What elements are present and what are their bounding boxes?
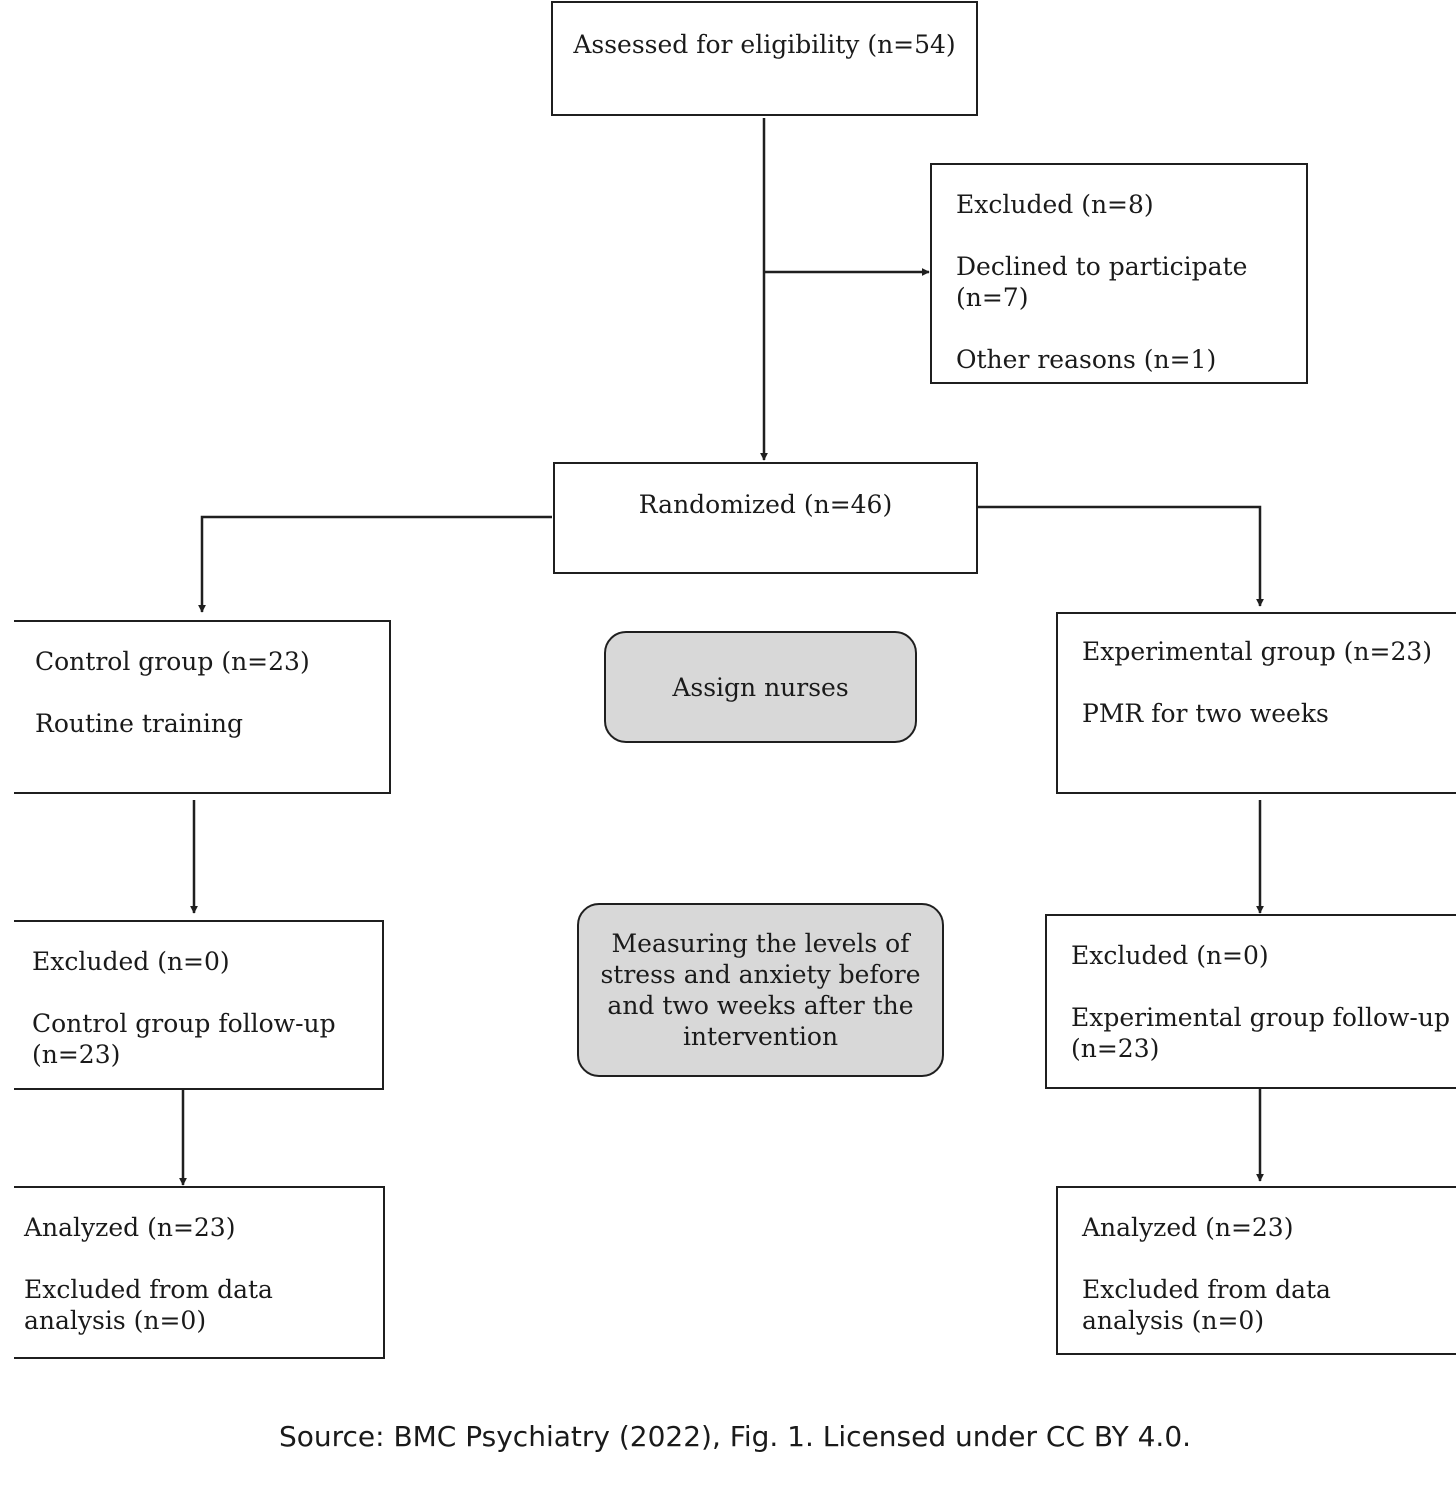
control-followup-box: Excluded (n=0) Control group follow-up (… (14, 920, 384, 1090)
experimental-followup-label: Experimental group follow-up (n=23) (1071, 1003, 1450, 1063)
control-followup-excluded: Excluded (n=0) (32, 947, 230, 976)
excluded-box: Excluded (n=8) Declined to participate (… (930, 163, 1308, 384)
control-analyzed-label: Analyzed (n=23) (24, 1213, 236, 1242)
measuring-label: Measuring the levels of stress and anxie… (600, 929, 921, 1051)
source-caption: Source: BMC Psychiatry (2022), Fig. 1. L… (278, 1420, 1192, 1453)
experimental-group-box: Experimental group (n=23) PMR for two we… (1056, 612, 1456, 794)
measuring-box: Measuring the levels of stress and anxie… (577, 903, 944, 1077)
experimental-excluded-analysis: Excluded from data analysis (n=0) (1082, 1275, 1331, 1335)
randomized-label: Randomized (n=46) (638, 490, 893, 519)
control-group-label: Control group (n=23) (35, 647, 310, 676)
control-excluded-analysis: Excluded from data analysis (n=0) (24, 1275, 273, 1335)
randomized-box: Randomized (n=46) (553, 462, 978, 574)
arrow-randomized-to-control (198, 515, 552, 613)
other-reasons-count: Other reasons (n=1) (956, 345, 1217, 374)
control-analyzed-box: Analyzed (n=23) Excluded from data analy… (14, 1186, 385, 1359)
experimental-analyzed-box: Analyzed (n=23) Excluded from data analy… (1056, 1186, 1456, 1355)
assessed-label: Assessed for eligibility (n=54) (573, 30, 956, 59)
experimental-analyzed-label: Analyzed (n=23) (1082, 1213, 1294, 1242)
assessed-box: Assessed for eligibility (n=54) (551, 1, 978, 116)
experimental-followup-box: Excluded (n=0) Experimental group follow… (1045, 914, 1456, 1089)
assign-nurses-box: Assign nurses (604, 631, 917, 743)
experimental-group-label: Experimental group (n=23) (1082, 637, 1433, 666)
control-group-treatment: Routine training (35, 709, 243, 738)
declined-count: Declined to participate (n=7) (956, 252, 1248, 312)
assign-nurses-label: Assign nurses (672, 672, 849, 702)
excluded-count: Excluded (n=8) (956, 190, 1154, 219)
arrow-randomized-to-experimental (977, 505, 1264, 607)
control-followup-label: Control group follow-up (n=23) (32, 1009, 336, 1069)
experimental-group-treatment: PMR for two weeks (1082, 699, 1329, 728)
control-group-box: Control group (n=23) Routine training (14, 620, 391, 794)
experimental-followup-excluded: Excluded (n=0) (1071, 941, 1269, 970)
